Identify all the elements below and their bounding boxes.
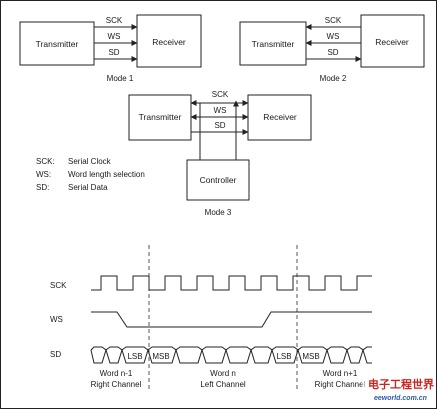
mode1-receiver-box — [136, 14, 202, 68]
sd-waveform-top — [90, 346, 372, 351]
mode2-transmitter-label: Transmitter — [252, 39, 295, 49]
mode3-receiver-box — [247, 94, 312, 141]
mode1-caption: Mode 1 — [107, 74, 134, 83]
sd-msb-label-2: MSB — [302, 352, 319, 361]
timing-diagram: SCK WS SD LSB MSB LSB MSB Word n-1 Right… — [50, 245, 372, 392]
mode3-caption: Mode 3 — [205, 208, 232, 217]
word-n-plus-1-label: Word n+1 — [323, 369, 358, 378]
mode3-sck-label: SCK — [212, 90, 229, 99]
mode2-transmitter-box — [239, 21, 307, 66]
sck-waveform — [91, 275, 372, 291]
mode1-transmitter-label: Transmitter — [36, 39, 79, 49]
legend: SCK: Serial Clock WS: Word length select… — [36, 157, 145, 192]
word-n-minus-1-label: Word n-1 — [100, 369, 133, 378]
legend-desc-ws: Word length selection — [68, 170, 145, 179]
mode1-receiver-label: Receiver — [152, 37, 186, 47]
mode2-caption: Mode 2 — [320, 74, 347, 83]
watermark-en-text: eeworld.com.cn — [374, 395, 427, 402]
sd-msb-label-1: MSB — [152, 352, 169, 361]
word-n-label: Word n — [210, 369, 236, 378]
ws-waveform — [91, 311, 372, 328]
legend-abbr-sck: SCK: — [36, 157, 55, 166]
mode3-controller-box — [186, 159, 250, 201]
word-n-plus-1-channel: Right Channel — [315, 380, 366, 389]
legend-desc-sck: Serial Clock — [68, 157, 112, 166]
mode3-ws-label: WS — [214, 106, 227, 115]
sd-lsb-label-2: LSB — [276, 352, 291, 361]
watermark-logo: 电子工程世界 eeworld.com.cn — [362, 372, 434, 404]
mode3-group: Transmitter Receiver Controller SCK WS S… — [128, 90, 312, 217]
timing-ws-label: WS — [50, 315, 63, 324]
mode2-sck-label: SCK — [325, 16, 342, 25]
mode1-sd-label: SD — [108, 48, 119, 57]
timing-sd-label: SD — [50, 350, 61, 359]
mode1-sck-label: SCK — [106, 16, 123, 25]
mode3-transmitter-box — [128, 94, 192, 141]
legend-abbr-sd: SD: — [36, 183, 49, 192]
mode2-group: Transmitter Receiver SCK WS SD Mode 2 — [239, 14, 425, 83]
sd-waveform-bottom — [90, 348, 372, 364]
mode2-receiver-box — [360, 14, 425, 68]
mode3-receiver-label: Receiver — [263, 112, 297, 122]
legend-desc-sd: Serial Data — [68, 183, 108, 192]
mode2-sd-label: SD — [327, 48, 338, 57]
mode3-transmitter-label: Transmitter — [139, 112, 182, 122]
legend-abbr-ws: WS: — [36, 170, 51, 179]
mode2-ws-label: WS — [327, 32, 340, 41]
word-n-minus-1-channel: Right Channel — [91, 380, 142, 389]
mode2-receiver-label: Receiver — [375, 37, 409, 47]
mode1-transmitter-box — [19, 21, 95, 66]
sd-lsb-label-1: LSB — [127, 352, 142, 361]
watermark-cn-text: 电子工程世界 — [368, 377, 434, 391]
mode1-group: Transmitter Receiver SCK WS SD Mode 1 — [19, 14, 202, 83]
mode3-sd-label: SD — [214, 121, 225, 130]
word-n-channel: Left Channel — [200, 380, 246, 389]
mode1-ws-label: WS — [108, 32, 121, 41]
timing-sck-label: SCK — [50, 281, 67, 290]
mode3-controller-label: Controller — [200, 175, 237, 185]
